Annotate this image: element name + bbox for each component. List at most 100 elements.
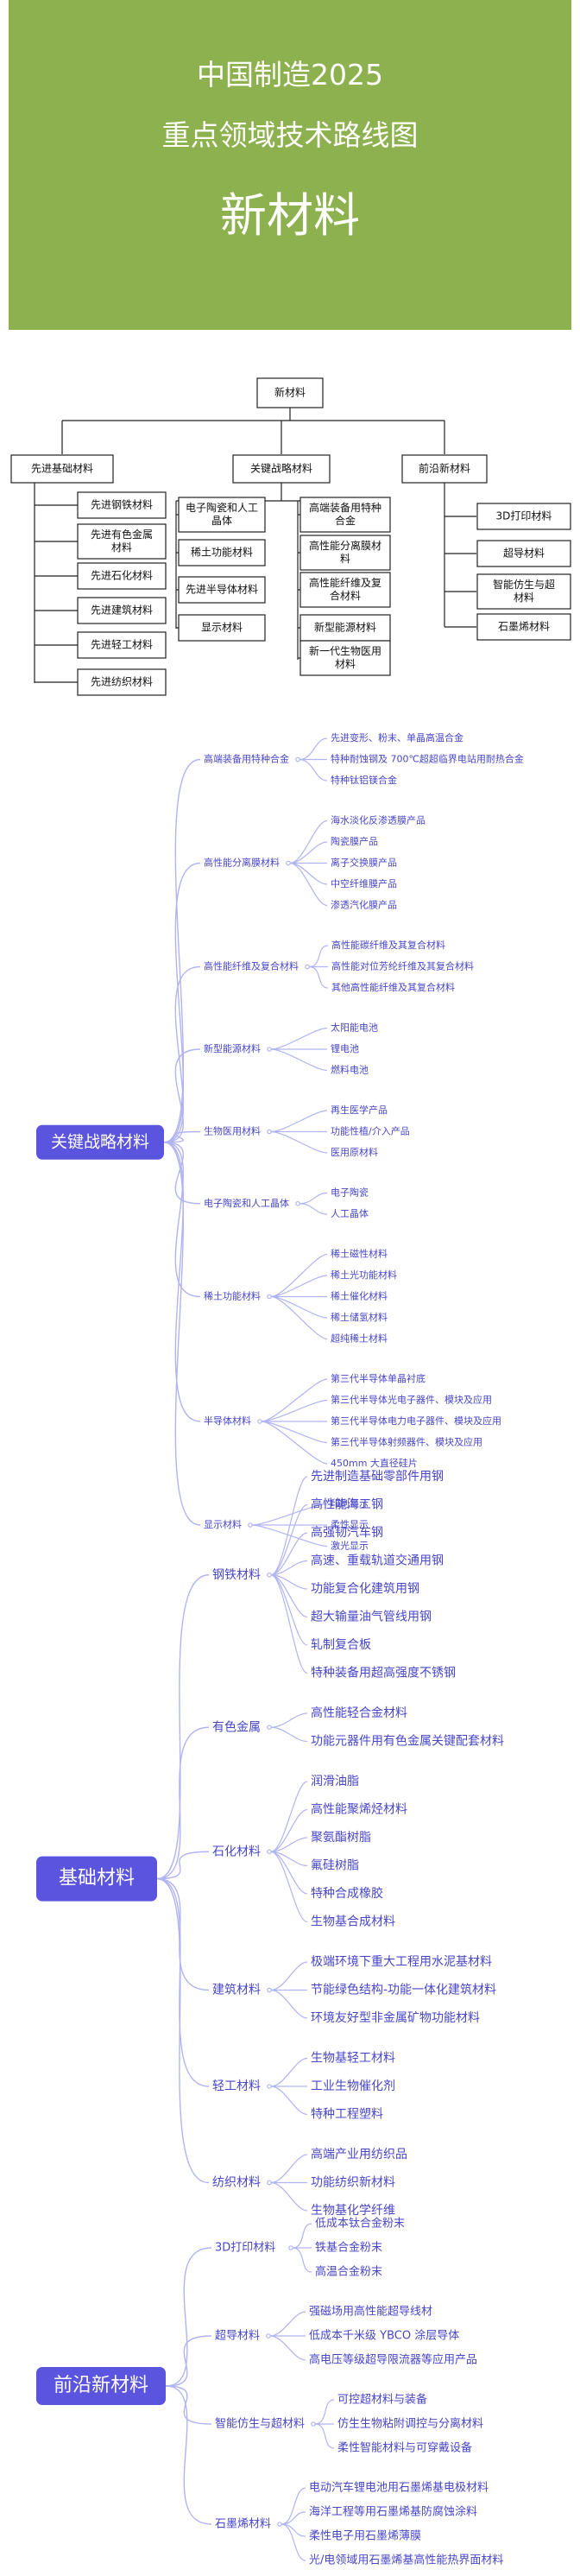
leaf-connector bbox=[289, 862, 328, 885]
leaf-label: 仿生生物粘附调控与分离材料 bbox=[337, 2417, 483, 2431]
overview-basic-item-box bbox=[77, 631, 167, 659]
branch-label: 钢铁材料 bbox=[212, 1568, 261, 1582]
junction-dot bbox=[267, 1987, 272, 1993]
branch-label: 电子陶瓷和人工晶体 bbox=[204, 1197, 289, 1209]
branch-label: 石墨烯材料 bbox=[215, 2518, 271, 2531]
overview-key-left-item-box bbox=[178, 614, 266, 642]
hub-box bbox=[36, 2367, 166, 2405]
leaf-label: 特种装备用超高强度不锈钢 bbox=[311, 1666, 456, 1680]
leaf-label: 第三代半导体射频器件、模块及应用 bbox=[331, 1436, 482, 1448]
branch-connector bbox=[165, 2385, 212, 2425]
leaf-connector bbox=[270, 1253, 328, 1298]
overview-root-box bbox=[256, 377, 324, 408]
overview-key-right-item-box bbox=[299, 614, 391, 642]
overview-key-left-item-line: 电子陶瓷和人工 bbox=[186, 501, 258, 514]
leaf-label: 环境友好型非金属矿物功能材料 bbox=[311, 2011, 480, 2025]
overview-key-right-item: 高性能分离膜材料 bbox=[309, 539, 381, 565]
leaf-label: 超大输量油气管线用钢 bbox=[311, 1611, 432, 1624]
leaf-connector bbox=[270, 2085, 308, 2116]
branch-label: 半导体材料 bbox=[204, 1415, 251, 1427]
mindmap-2: 3D打印材料低成本钛合金粉末铁基合金粉末高温合金粉末超导材料强磁场用高性能超导线… bbox=[36, 2217, 503, 2567]
branch-connector bbox=[156, 1877, 210, 2184]
leaf-label: 人工晶体 bbox=[331, 1207, 369, 1219]
leaf-label: 超纯稀土材料 bbox=[331, 1332, 388, 1345]
junction-dot bbox=[295, 1200, 300, 1206]
branch-label: 高端装备用特种合金 bbox=[204, 753, 289, 765]
leaf-label: 低成本钛合金粉末 bbox=[315, 2217, 405, 2231]
junction-dot bbox=[267, 1849, 272, 1855]
overview-basic-item-box bbox=[77, 597, 167, 624]
branch-connector bbox=[165, 2335, 212, 2387]
junction-dot bbox=[277, 2522, 282, 2527]
overview-key-left-item: 电子陶瓷和人工晶体 bbox=[186, 501, 258, 527]
leaf-label: 先进变形、粉末、单晶高温合金 bbox=[331, 731, 463, 744]
branch-label: 石化材料 bbox=[212, 1845, 261, 1858]
banner-background bbox=[9, 0, 571, 330]
branch-connector bbox=[163, 758, 201, 1143]
leaf-label: 生物基化学纤维 bbox=[311, 2203, 395, 2218]
junction-dot bbox=[266, 2333, 271, 2339]
banner-title-line1: 中国制造2025 bbox=[197, 58, 383, 92]
overview-key-right-item-line: 高性能纤维及复 bbox=[309, 576, 381, 589]
leaf-label: 高性能聚烯烃材料 bbox=[311, 1802, 407, 1817]
leaf-connector bbox=[299, 1203, 328, 1215]
overview-key-right-item: 高性能纤维及复合材料 bbox=[309, 576, 381, 602]
leaf-label: 高端产业用纺织品 bbox=[311, 2147, 407, 2161]
leaf-connector bbox=[270, 1130, 328, 1154]
overview-key-right-item: 新一代生物医用材料 bbox=[309, 644, 381, 670]
junction-dot bbox=[305, 964, 310, 970]
junction-dot bbox=[267, 1129, 272, 1135]
overview-branch-0: 先进基础材料 bbox=[31, 463, 93, 475]
branch-connector bbox=[165, 2247, 212, 2387]
leaf-connector bbox=[314, 2399, 335, 2425]
leaf-connector bbox=[270, 1027, 328, 1050]
overview-key-left-item-box bbox=[178, 497, 266, 533]
overview-key-right-item-line: 高性能分离膜材 bbox=[309, 539, 381, 552]
leaf-label: 稀土催化材料 bbox=[331, 1290, 388, 1302]
leaf-label: 450mm 大直径硅片 bbox=[331, 1457, 418, 1469]
overview-key-left-item: 显示材料 bbox=[201, 622, 243, 634]
overview-key-right-item-line: 料 bbox=[340, 553, 350, 565]
leaf-connector bbox=[289, 841, 328, 864]
branch-connector bbox=[163, 965, 201, 1143]
overview-frontier-item-box bbox=[476, 540, 571, 567]
banner-title-line3: 新材料 bbox=[220, 188, 360, 243]
leaf-connector bbox=[270, 1837, 308, 1852]
leaf-connector bbox=[261, 1399, 328, 1422]
leaf-label: 稀土磁性材料 bbox=[331, 1248, 388, 1260]
leaf-label: 生物基轻工材料 bbox=[311, 2051, 395, 2066]
junction-dot bbox=[311, 2421, 316, 2427]
overview-key-right-item-line: 新一代生物医用 bbox=[309, 644, 381, 657]
junction-dot bbox=[286, 860, 291, 866]
branch-connector bbox=[156, 1877, 210, 1991]
leaf-connector bbox=[289, 862, 328, 907]
overview-frontier-item: 智能仿生与超材料 bbox=[493, 578, 555, 604]
branch-label: 有色金属 bbox=[212, 1719, 261, 1734]
overview-frontier-item-line: 智能仿生与超 bbox=[493, 578, 555, 591]
leaf-connector bbox=[292, 2247, 312, 2273]
leaf-label: 陶瓷膜产品 bbox=[331, 835, 378, 847]
overview-frontier-item-box bbox=[476, 503, 571, 530]
leaf-connector bbox=[270, 1560, 308, 1576]
leaf-connector bbox=[292, 2223, 312, 2249]
leaf-connector bbox=[270, 1476, 308, 1576]
leaf-label: 电动汽车锂电池用石墨烯基电极材料 bbox=[309, 2481, 489, 2495]
overview-frontier-item: 石墨烯材料 bbox=[498, 621, 550, 633]
overview-basic-item-line: 材料 bbox=[111, 541, 132, 554]
leaf-label: 生物基合成材料 bbox=[311, 1915, 395, 1929]
branch-connector bbox=[163, 1048, 201, 1143]
leaf-connector bbox=[308, 965, 329, 989]
hub-box bbox=[36, 1856, 157, 1902]
leaf-label: 铁基合金粉末 bbox=[315, 2241, 382, 2255]
leaf-connector bbox=[270, 1503, 308, 1576]
overview-basic-item-box bbox=[77, 668, 167, 696]
leaf-label: 医用原材料 bbox=[331, 1146, 378, 1158]
title-banner: 中国制造2025 重点领域技术路线图 新材料 bbox=[9, 0, 571, 330]
overview-basic-item: 先进石化材料 bbox=[91, 570, 153, 582]
leaf-label: 柔性电子用石墨烯薄膜 bbox=[309, 2530, 421, 2543]
leaf-connector bbox=[251, 1503, 328, 1526]
branch-connector bbox=[156, 1574, 210, 1880]
leaf-connector bbox=[261, 1421, 328, 1444]
